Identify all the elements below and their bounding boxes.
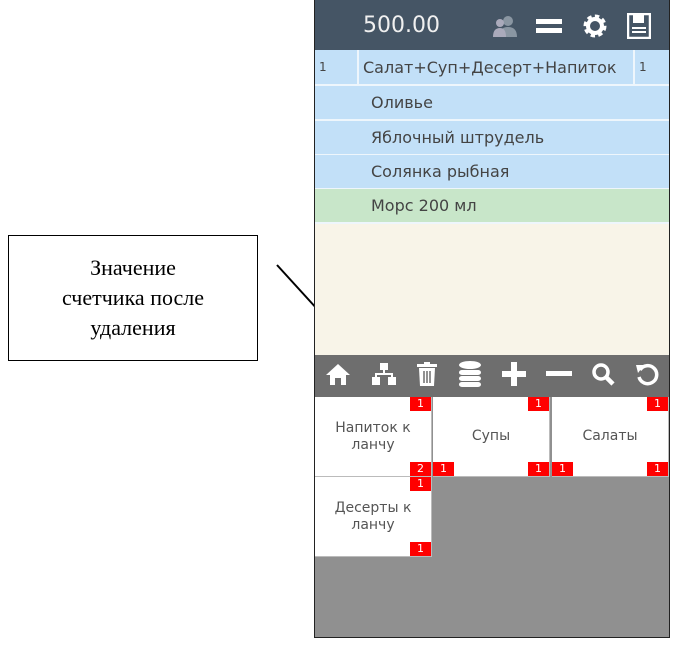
item-label: Яблочный штрудель [371, 128, 545, 147]
order-line[interactable]: 1 Салат+Суп+Десерт+Напиток 1 [315, 50, 669, 86]
order-qty: 1 [315, 50, 359, 84]
save-icon[interactable] [625, 12, 653, 40]
item-label: Оливье [371, 93, 433, 112]
menu-icon[interactable] [535, 12, 563, 40]
count-badge: 1 [528, 462, 549, 476]
tile-label: Салаты [582, 428, 638, 444]
gear-icon[interactable] [581, 12, 609, 40]
count-badge: 1 [410, 477, 431, 491]
pos-app: 500.00 1 Салат+Суп+Десерт+Напиток 1 Олив… [314, 0, 670, 638]
trash-icon[interactable] [416, 362, 438, 390]
order-item[interactable]: Оливье [315, 86, 669, 121]
order-item[interactable]: Яблочный штрудель [315, 121, 669, 156]
annotation-callout: Значение счетчика после удаления [8, 235, 258, 361]
category-tile[interactable]: Десерты к ланчу 1 1 [315, 477, 432, 557]
sitemap-icon[interactable] [371, 362, 397, 390]
tile-label: Десерты к ланчу [334, 499, 412, 533]
count-badge: 2 [410, 462, 431, 476]
undo-icon[interactable] [635, 362, 659, 390]
item-label: Солянка рыбная [371, 162, 510, 181]
item-label: Морс 200 мл [371, 196, 477, 215]
order-count: 1 [633, 50, 669, 84]
order-total: 500.00 [363, 13, 440, 38]
count-badge: 1 [410, 542, 431, 556]
category-tile[interactable]: Напиток к ланчу 1 2 [315, 397, 432, 477]
database-icon[interactable] [458, 361, 482, 391]
callout-text: Значение счетчика после удаления [61, 255, 205, 340]
count-badge: 1 [647, 462, 668, 476]
count-badge: 1 [528, 397, 549, 411]
category-tile[interactable]: Салаты 1 1 1 [552, 397, 669, 477]
count-badge: 1 [410, 397, 431, 411]
count-badge: 1 [552, 462, 573, 476]
order-item[interactable]: Солянка рыбная [315, 155, 669, 190]
count-badge: 1 [433, 462, 454, 476]
category-tile[interactable]: Супы 1 1 1 [433, 397, 550, 477]
tile-label: Напиток к ланчу [335, 419, 411, 453]
order-name: Салат+Суп+Десерт+Напиток [363, 57, 617, 77]
toolbar [315, 355, 669, 397]
header: 500.00 [315, 0, 669, 50]
tile-label: Супы [471, 428, 511, 444]
count-badge: 1 [647, 397, 668, 411]
search-icon[interactable] [591, 362, 615, 390]
minus-icon[interactable] [545, 362, 572, 390]
plus-icon[interactable] [501, 362, 526, 390]
home-icon[interactable] [325, 362, 351, 390]
order-item-selected[interactable]: Морс 200 мл [315, 189, 669, 224]
users-icon[interactable] [491, 12, 519, 40]
